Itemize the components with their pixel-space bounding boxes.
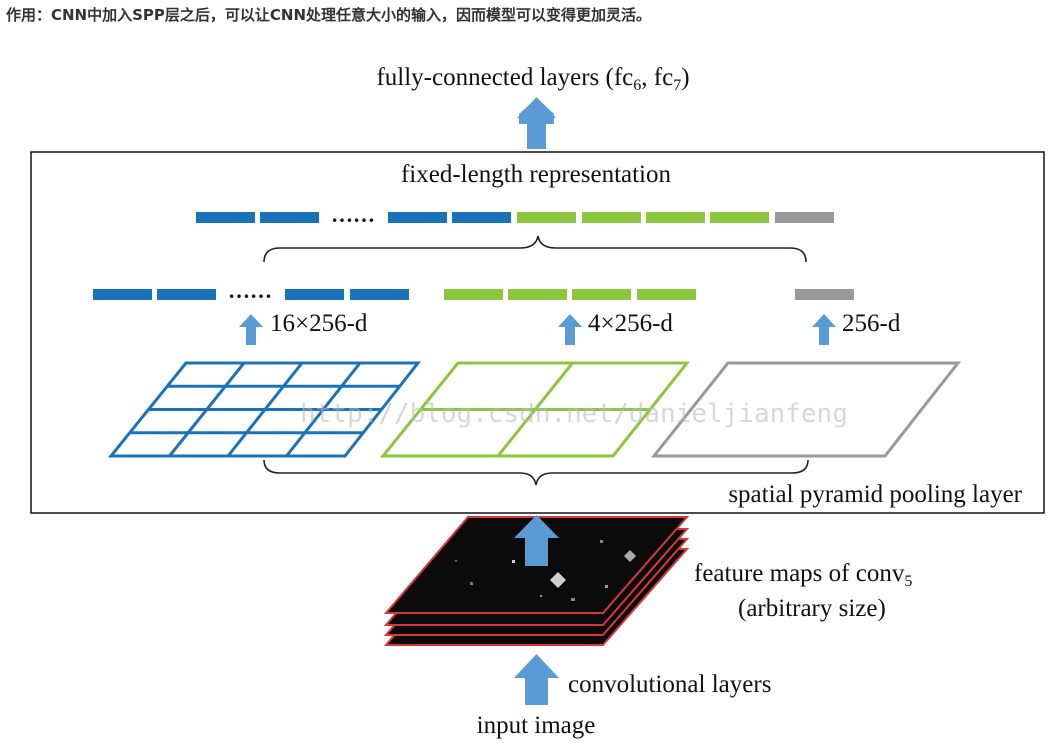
upper-brace	[263, 235, 807, 263]
conv-layers-label: convolutional layers	[568, 671, 771, 698]
fixed-length-vector	[196, 212, 834, 223]
up-arrow-icon	[239, 314, 263, 345]
pyramid-grid-1x1	[650, 361, 962, 458]
up-arrow-icon	[812, 314, 836, 345]
label-16x256d: 16×256-d	[270, 310, 368, 337]
page-caption: 作用：CNN中加入SPP层之后，可以让CNN处理任意大小的输入，因而模型可以变得…	[6, 6, 652, 24]
watermark: http://blog.csdn.net/danieljianfeng	[300, 399, 848, 429]
fixed-length-label: fixed-length representation	[401, 161, 672, 188]
input-image-label: input image	[477, 712, 596, 739]
up-arrow-icon	[514, 515, 559, 566]
label-256d: 256-d	[842, 310, 901, 337]
spp-layer-label: spatial pyramid pooling layer	[728, 481, 1022, 508]
lower-brace	[263, 459, 809, 486]
feature-maps-label: feature maps of conv5	[694, 560, 912, 590]
arbitrary-size-label: (arbitrary size)	[738, 595, 886, 622]
label-4x256d: 4×256-d	[588, 310, 673, 337]
fc-layers-label: fully-connected layers (fc6, fc7)	[376, 64, 689, 94]
up-arrow-icon	[517, 97, 556, 149]
ellipsis-level: ……	[228, 278, 272, 303]
pyramid-grid-2x2	[379, 361, 691, 458]
pyramid-grid-4x4	[107, 361, 422, 458]
ellipsis-top: ……	[331, 202, 375, 227]
up-arrow-icon	[558, 314, 582, 345]
level-vectors	[93, 289, 854, 300]
up-arrow-icon	[514, 654, 559, 705]
spp-layer-box	[30, 151, 1045, 514]
